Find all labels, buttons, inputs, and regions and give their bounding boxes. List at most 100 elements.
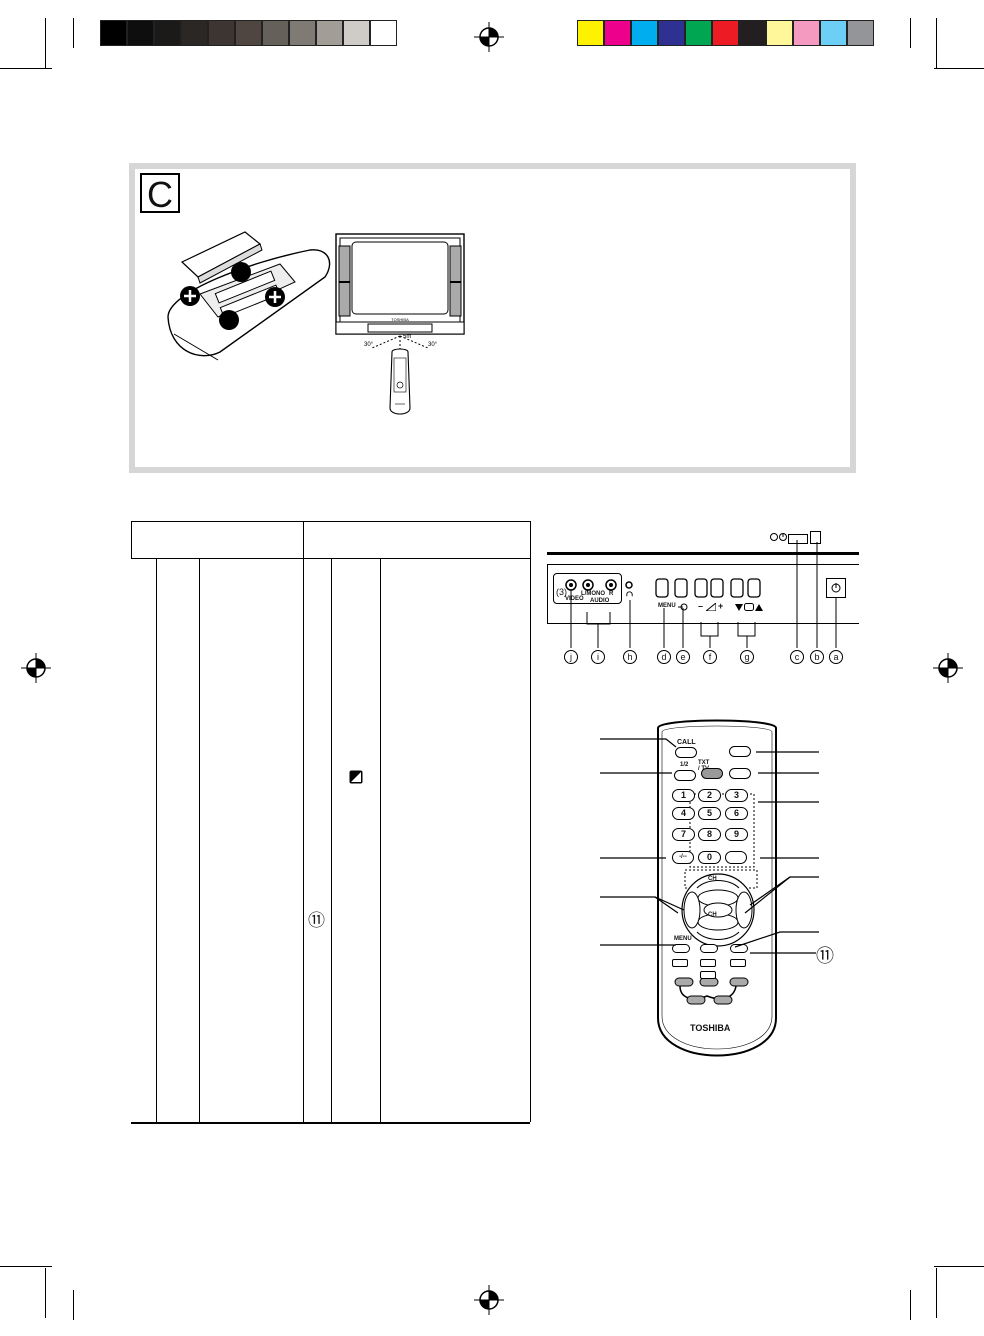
color-swatch (604, 20, 631, 46)
ch-up-label: CH (708, 876, 717, 882)
picture-button (729, 768, 751, 779)
menu-label: MENU (658, 603, 676, 609)
color-swatch (181, 20, 208, 46)
section-letter: C (140, 173, 180, 215)
input-select-icon (678, 603, 688, 611)
keypad-7: 7 (672, 828, 695, 841)
color-swatch (658, 20, 685, 46)
av-jacks (565, 579, 633, 591)
remote-sensor (810, 531, 821, 544)
front-panel-buttons (655, 578, 761, 598)
registration-target-left (21, 653, 51, 683)
color-swatch (766, 20, 793, 46)
volume-icon (706, 603, 716, 611)
main-power-button (826, 578, 846, 598)
color-swatch (100, 20, 127, 46)
channel-down-icon (735, 604, 743, 611)
dual-label: 1/2 (680, 762, 689, 768)
color-swatch (712, 20, 739, 46)
color-swatch (370, 20, 397, 46)
color-swatch (235, 20, 262, 46)
process-color-bar (577, 20, 874, 46)
angle-right-label: 30° (428, 342, 438, 348)
fastext-1 (672, 959, 688, 967)
color-swatch (127, 20, 154, 46)
keypad-6: 6 (725, 807, 748, 820)
color-swatch (739, 20, 766, 46)
power-button (729, 746, 751, 757)
callout-g: g (740, 650, 754, 664)
remote-callout-11: ⑪ (816, 946, 834, 966)
gray-color-bar (100, 20, 397, 46)
keypad-5: 5 (698, 807, 721, 820)
keypad-8: 8 (698, 828, 721, 841)
color-swatch (154, 20, 181, 46)
front-panel-leader-lines (570, 540, 837, 648)
menu-button (672, 944, 690, 953)
distance-label: 5m (403, 334, 411, 340)
call-button (675, 747, 697, 758)
section-c-box (129, 163, 856, 473)
color-swatch (631, 20, 658, 46)
tv-remote-range-illustration: TOSHIBA 5m 30° 30° (335, 233, 465, 415)
color-swatch (262, 20, 289, 46)
tv-brand: TOSHIBA (391, 317, 409, 322)
r-label: R (609, 591, 614, 597)
keypad-3: 3 (725, 789, 748, 802)
color-swatch (289, 20, 316, 46)
callout-h: h (623, 650, 637, 664)
indicator-lamp (788, 534, 808, 544)
video-label: VIDEO (565, 596, 584, 602)
keypad-9: 9 (725, 828, 748, 841)
fastext-3 (730, 959, 746, 967)
front-panel-top-edge (547, 552, 859, 555)
color-swatch (820, 20, 847, 46)
picture-mode-icon (349, 770, 363, 784)
keypad-1: 1 (672, 789, 695, 802)
battery-insertion-illustration (167, 231, 331, 361)
callout-e: e (676, 650, 690, 664)
headphone-icon (626, 591, 633, 597)
av-terminal-box (553, 573, 622, 604)
callout-f: f (703, 650, 717, 664)
call-label: CALL (677, 739, 696, 746)
dual-button (674, 770, 696, 781)
fastext-2 (700, 959, 716, 967)
remote-control (657, 719, 777, 1057)
channel-up-icon (755, 604, 763, 611)
color-swatch (343, 20, 370, 46)
power-icon (831, 583, 841, 593)
front-panel (547, 564, 859, 624)
color-swatch (847, 20, 874, 46)
volume-plus-label: + (718, 601, 724, 611)
color-swatch (685, 20, 712, 46)
menu-label: MENU (674, 936, 692, 942)
dash-button: -/-- (672, 851, 694, 864)
callout-a: a (829, 650, 843, 664)
lmono-label: L/MONO (581, 591, 605, 597)
fastext-4 (700, 971, 716, 979)
callout-j: j (564, 650, 578, 664)
callout-b: b (810, 650, 824, 664)
color-swatch (793, 20, 820, 46)
keypad-2: 2 (698, 789, 721, 802)
color-swatch (208, 20, 235, 46)
sound-button (730, 944, 748, 953)
input-button (725, 851, 747, 864)
audio-label: AUDIO (590, 598, 610, 604)
remote-leader-lines (600, 738, 819, 948)
standby-indicator-icons (770, 533, 787, 541)
registration-target-right (933, 653, 963, 683)
registration-target-bottom (474, 1285, 504, 1315)
ch-down-label: CH (708, 912, 717, 918)
remote-brand: TOSHIBA (690, 1023, 731, 1033)
callout-i: i (591, 650, 605, 664)
angle-left-label: 30° (364, 342, 374, 348)
channel-icon (744, 603, 754, 611)
volume-minus-label: – (698, 601, 704, 611)
picture-mode-button (700, 944, 718, 953)
registration-target-top (474, 22, 504, 52)
keypad-4: 4 (672, 807, 695, 820)
txt-tv-button (701, 768, 723, 779)
keypad-0: 0 (698, 851, 721, 864)
